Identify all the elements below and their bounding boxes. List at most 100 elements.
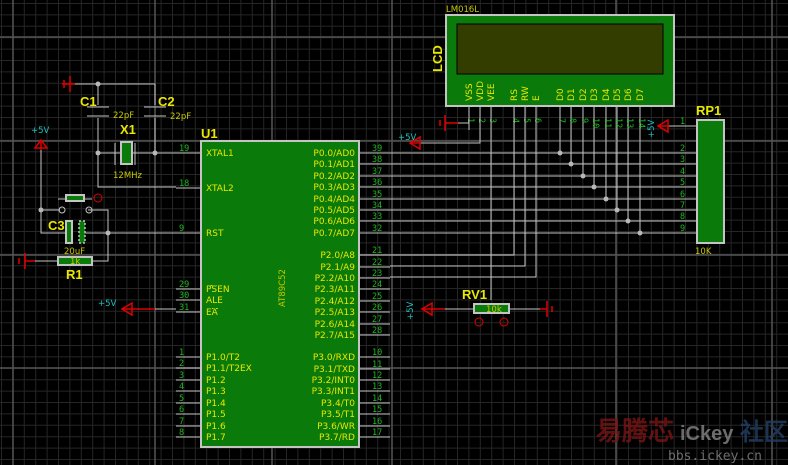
power-terminal: +5V — [31, 126, 50, 150]
c1-capacitor[interactable]: C1 22pF — [80, 94, 134, 121]
junction-dot — [105, 230, 111, 236]
u1-pin-label: P2.7/A15 — [315, 331, 355, 341]
power-label: +5V — [647, 119, 657, 138]
u1-pin-number: 3 — [179, 371, 184, 381]
u1-pin-number: 6 — [179, 405, 184, 415]
junction-dot — [614, 207, 620, 213]
junction-dot — [95, 150, 101, 156]
lcd-pin-number: 10 — [590, 118, 600, 128]
u1-pin-label: RST — [206, 229, 224, 239]
rp1-pin-number: 2 — [680, 144, 685, 154]
u1-pin-label: P2.0/A8 — [320, 251, 355, 261]
r1-ref: R1 — [66, 267, 83, 282]
u1-pin-label: XTAL2 — [206, 184, 234, 194]
u1-part: AT89C52 — [278, 269, 288, 307]
u1-pin-number: 12 — [372, 371, 382, 381]
u1-pin-label: P3.0/RXD — [313, 353, 355, 363]
junction-dot — [580, 173, 586, 179]
u1-pin-label: P2.6/A14 — [315, 320, 356, 330]
junction-dot — [637, 230, 643, 236]
junction-dot — [568, 161, 574, 167]
u1-pin-label: P0.4/AD4 — [313, 195, 355, 205]
lcd-module[interactable]: LM016L LCD VSS1VDD2VEE3RS4RW5E6D07D18D29… — [430, 5, 675, 130]
junction-dot — [95, 81, 101, 87]
watermark-brand-cn: 易腾芯 — [596, 416, 674, 446]
lcd-pin-label: D6 — [624, 88, 634, 101]
x1-crystal[interactable]: X1 12MHz — [113, 122, 143, 181]
u1-pin-label: P0.7/AD7 — [313, 229, 355, 239]
u1-pin-number: 21 — [372, 246, 382, 256]
data-bus-wires — [38, 81, 680, 236]
lcd-pin-label: D4 — [602, 88, 612, 101]
decrease-icon[interactable] — [474, 317, 484, 327]
u1-pin-number: 39 — [372, 144, 382, 154]
u1-pin-label: P2.4/A12 — [315, 297, 355, 307]
u1-pin-label: P1.2 — [206, 376, 226, 386]
increase-icon[interactable] — [499, 317, 509, 327]
lcd-pin-label: D0 — [556, 88, 566, 101]
rv1-potentiometer[interactable]: 10k RV1 — [462, 287, 510, 327]
rp1-pin-number: 5 — [680, 178, 685, 188]
u1-pin-label: P3.3/INT1 — [312, 387, 355, 397]
u1-pin-label: P0.5/AD5 — [313, 206, 355, 216]
power-terminal: +5V — [398, 133, 421, 151]
u1-pin-label: P1.1/T2EX — [206, 364, 252, 374]
lcd-pin-label: VSS — [465, 83, 475, 101]
u1-pin-label: P0.6/AD6 — [313, 217, 355, 227]
c2-capacitor[interactable]: C2 22pF — [144, 94, 191, 122]
junction-dot — [38, 207, 44, 213]
u1-pin-label: P3.1/TXD — [314, 365, 355, 375]
lcd-pins: VSS1VDD2VEE3RS4RW5E6D07D18D29D310D411D51… — [465, 81, 646, 130]
lcd-pin-number: 4 — [510, 118, 520, 123]
u1-pin-number: 15 — [372, 405, 382, 415]
u1-body[interactable] — [200, 140, 360, 448]
c3-capacitor[interactable]: C3 20uF — [48, 218, 86, 257]
u1-pin-number: 10 — [372, 348, 382, 358]
rp1-body[interactable] — [696, 119, 725, 244]
x1-ref: X1 — [120, 122, 136, 137]
rp1-pin-number: 7 — [680, 201, 685, 211]
r1-resistor[interactable]: 1k R1 — [57, 256, 93, 282]
u1-pin-number: 30 — [179, 291, 189, 301]
u1-pin-label: P1.5 — [206, 410, 226, 420]
u1-ref: U1 — [201, 126, 218, 141]
c3-ref: C3 — [48, 218, 65, 233]
button-toggle-icon[interactable] — [93, 193, 103, 203]
u1-pin-number: 25 — [372, 292, 382, 302]
u1-pin-number: 11 — [372, 360, 382, 370]
lcd-pin-label: VDD — [476, 81, 486, 101]
u1-pin-number: 31 — [179, 303, 189, 313]
u1-pin-number: 17 — [372, 428, 382, 438]
lcd-pin-number: 9 — [579, 118, 589, 123]
u1-pin-label: P3.5/T1 — [321, 410, 355, 420]
u1-pin-label: P1.6 — [206, 422, 226, 432]
reset-button[interactable] — [58, 193, 103, 214]
watermark-url: bbs.ickey.cn — [668, 449, 762, 464]
watermark-brand: iCkey — [680, 423, 734, 445]
ground-symbol — [540, 301, 553, 317]
r1-value: 1k — [70, 257, 80, 267]
junction-dot — [625, 218, 631, 224]
u1-pin-label: P0.1/AD1 — [313, 160, 355, 170]
lcd-pin-label: D1 — [567, 88, 577, 101]
rp1-ref: RP1 — [696, 103, 721, 118]
c1-value: 22pF — [113, 111, 134, 121]
ground-symbol — [62, 76, 75, 92]
u1-pin-number: 22 — [372, 258, 382, 268]
u1-pin-number: 2 — [179, 359, 184, 369]
u1-pin-label: P2.1/A9 — [320, 263, 355, 273]
u1-pin-label: P2.5/A13 — [315, 308, 355, 318]
lcd-pin-label: E — [532, 95, 542, 101]
rv1-value: 10k — [486, 305, 502, 315]
rp1-value: 10K — [695, 247, 712, 257]
u1-pin-label: P2.3/A11 — [315, 285, 355, 295]
u1-pin-label: P3.4/T0 — [321, 399, 355, 409]
u1-pin-label: PSEN — [206, 285, 230, 295]
power-label: +5V — [406, 301, 416, 320]
c2-ref: C2 — [158, 94, 175, 109]
u1-pin-number: 36 — [372, 178, 382, 188]
u1-pin-number: 13 — [372, 382, 382, 392]
